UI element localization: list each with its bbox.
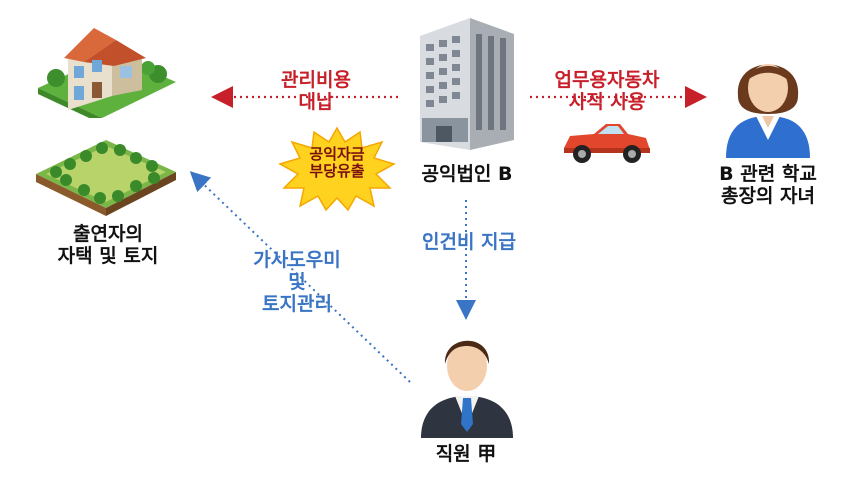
housework-line-2: 및 (288, 270, 306, 293)
house-icon (38, 28, 176, 118)
house-land-line-1: 출연자의 (73, 223, 143, 245)
house-land-label: 출연자의 자택 및 토지 (28, 223, 188, 268)
burst-icon (278, 126, 396, 212)
building-icon (420, 18, 514, 150)
principal-children-label: B 관련 학교 총장의 자녀 (688, 163, 848, 208)
house-land-line-2: 자택 및 토지 (57, 244, 159, 267)
housework-line-3: 토지관리 (262, 292, 332, 315)
management-fee-line-1: 관리비용 (281, 69, 351, 91)
car-private-use-line-1: 업무용자동차 (554, 69, 660, 91)
man-icon (421, 340, 513, 438)
car-private-use-label: 업무용자동차 사적 사용 (532, 69, 682, 114)
public-funds-label: 공익자금 부당유출 (288, 145, 386, 181)
principal-children-line-2: 총장의 자녀 (720, 184, 815, 207)
woman-icon (726, 64, 810, 158)
housework-line-1: 가사도우미 (253, 249, 341, 271)
principal-children-line-1: B 관련 학교 (719, 163, 817, 185)
corporation-label: 공익법인 B (421, 163, 513, 185)
land-icon (36, 140, 176, 216)
car-icon (564, 124, 650, 163)
employee-label: 직원 甲 (435, 443, 497, 465)
public-funds-line-1: 공익자금 (309, 145, 365, 163)
housework-label: 가사도우미 및 토지관리 (232, 249, 362, 316)
management-fee-line-2: 대납 (298, 90, 334, 113)
public-funds-line-2: 부당유출 (309, 162, 365, 181)
management-fee-label: 관리비용 대납 (256, 69, 376, 114)
personnel-cost-label: 인건비 지급 (421, 231, 516, 253)
car-private-use-line-2: 사적 사용 (568, 90, 646, 113)
arrow-housework (189, 171, 411, 383)
